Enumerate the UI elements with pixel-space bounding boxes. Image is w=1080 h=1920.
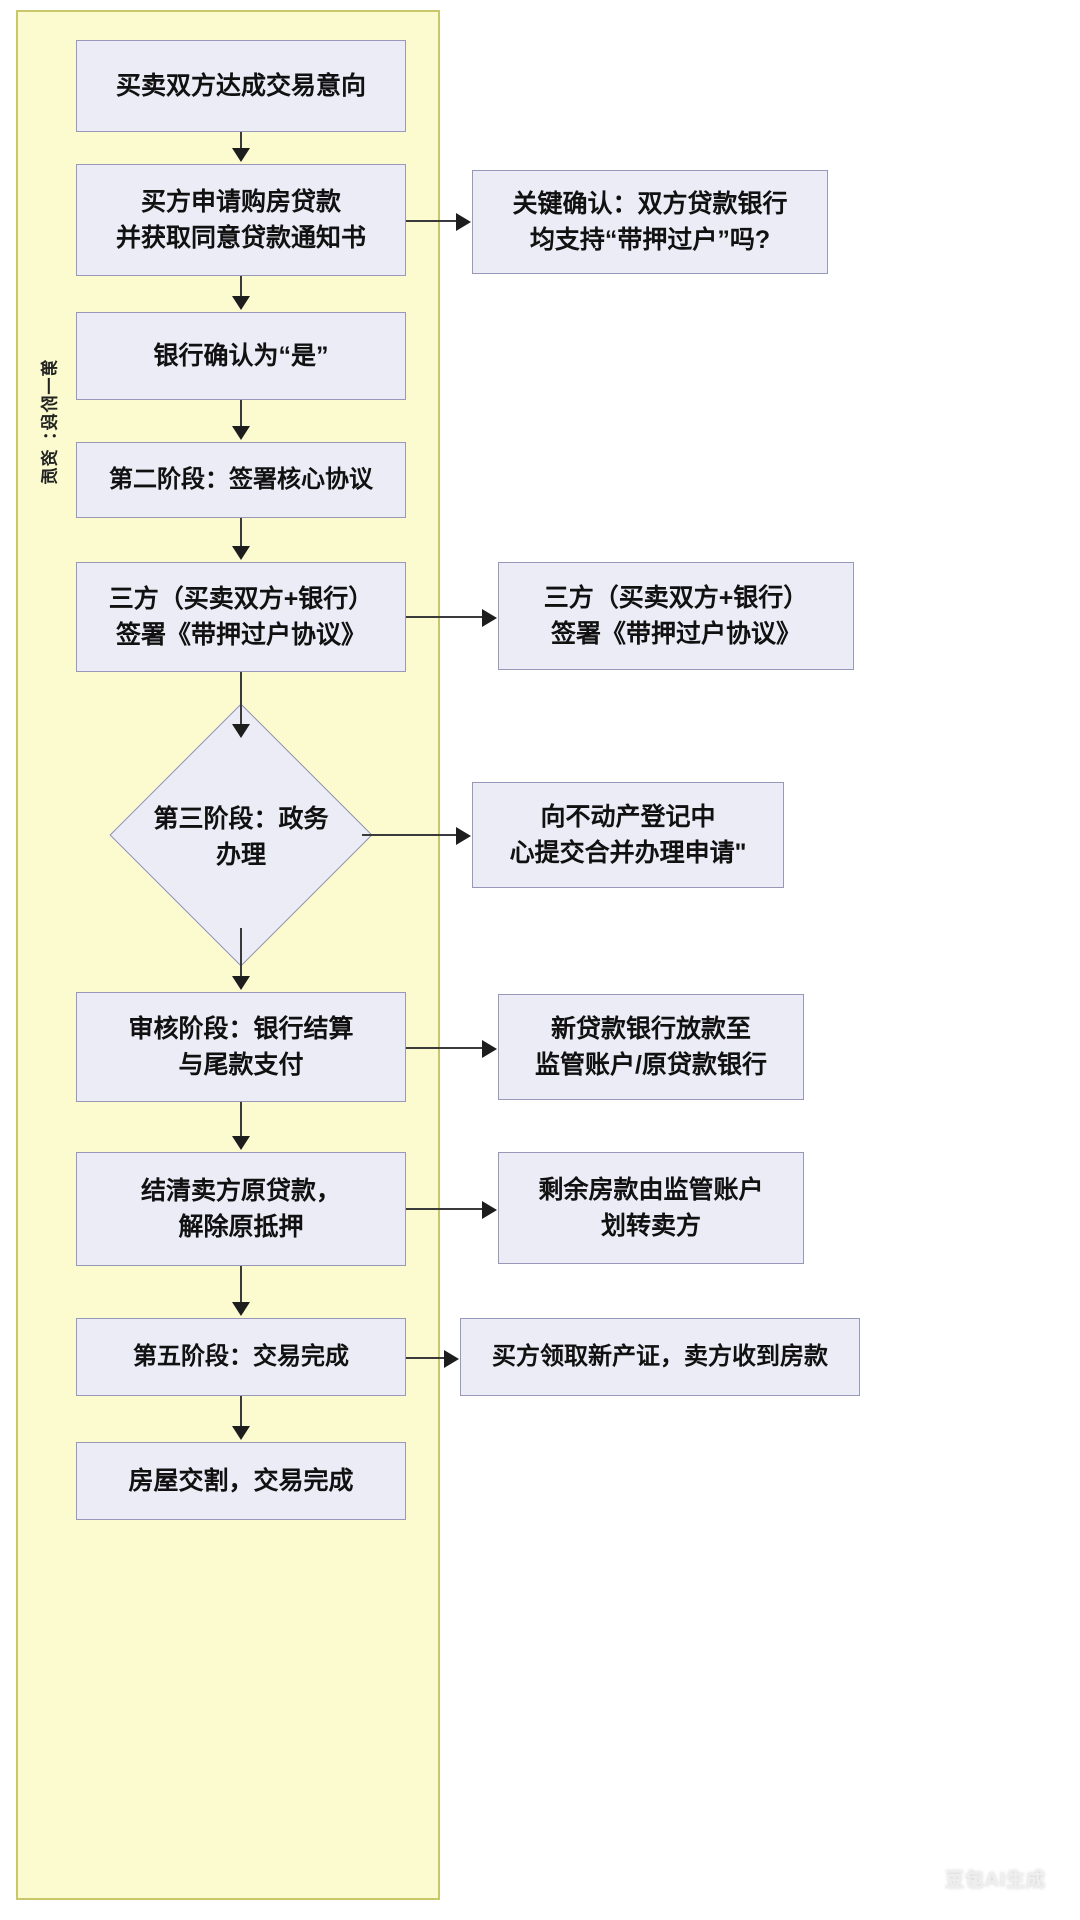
flow-node-5[interactable]: 三方（买卖双方+银行） 签署《带押过户协议》 [76,562,406,672]
arrow-8-9 [232,1302,250,1316]
annotation-box-3-line-2: 心提交合并办理申请" [509,839,747,867]
annotation-box-1-line-2: 均支持“带押过户”吗? [529,226,771,254]
annotation-box-4[interactable]: 新贷款银行放款至 监管账户/原贷款银行 [498,994,804,1100]
connector-n8-a5 [406,1208,482,1210]
annotation-box-5-line-2: 划转卖方 [600,1212,701,1240]
arrow-2-3 [232,296,250,310]
connector-n5-a2 [406,616,482,618]
annotation-box-2-line-2: 签署《带押过户协议》 [550,620,801,648]
connector-1-2 [240,132,242,150]
arrow-6-7 [232,976,250,990]
connector-4-5 [240,518,242,546]
annotation-box-6-line-1: 买方领取新产证，卖方收到房款 [492,1342,828,1370]
phase-band-label: 第一阶段：资质 [40,359,60,486]
flow-node-6-decision[interactable]: 第三阶段：政务办理 [109,703,373,967]
flow-node-10[interactable]: 房屋交割，交易完成 [76,1442,406,1520]
connector-n6-a3 [362,834,456,836]
phase-band: 第一阶段：资质 [16,10,440,1900]
arrow-n8-a5 [482,1201,497,1219]
annotation-box-1[interactable]: 关键确认：双方贷款银行 均支持“带押过户”吗? [472,170,828,274]
annotation-box-3[interactable]: 向不动产登记中 心提交合并办理申请" [472,782,784,888]
flow-node-9[interactable]: 第五阶段：交易完成 [76,1318,406,1396]
flow-node-4-line-1: 第二阶段：签署核心协议 [109,465,373,493]
connector-7-8 [240,1102,242,1136]
arrow-n7-a4 [482,1040,497,1058]
arrow-n5-a2 [482,609,497,627]
flow-node-2[interactable]: 买方申请购房贷款 并获取同意贷款通知书 [76,164,406,276]
flow-node-7-line-1: 审核阶段：银行结算 [128,1014,354,1043]
connector-n2-a1 [406,220,456,222]
annotation-box-5-line-1: 剩余房款由监管账户 [538,1175,764,1204]
connector-n7-a4 [406,1047,482,1049]
flow-node-10-line-1: 房屋交割，交易完成 [128,1466,354,1495]
arrow-9-10 [232,1426,250,1440]
flow-node-3[interactable]: 银行确认为“是” [76,312,406,400]
annotation-box-2-line-1: 三方（买卖双方+银行） [543,583,809,612]
flow-node-6-label: 第三阶段：政务办理 [148,742,334,928]
flow-node-8[interactable]: 结清卖方原贷款， 解除原抵押 [76,1152,406,1266]
annotation-box-2[interactable]: 三方（买卖双方+银行） 签署《带押过户协议》 [498,562,854,670]
annotation-box-6[interactable]: 买方领取新产证，卖方收到房款 [460,1318,860,1396]
annotation-box-5[interactable]: 剩余房款由监管账户 划转卖方 [498,1152,804,1264]
flow-node-5-line-2: 签署《带押过户协议》 [115,621,366,649]
flow-node-3-line-1: 银行确认为“是” [153,341,329,370]
flow-node-8-line-2: 解除原抵押 [178,1213,304,1241]
flow-node-5-line-1: 三方（买卖双方+银行） [108,584,374,613]
connector-9-10 [240,1396,242,1426]
flow-node-1[interactable]: 买卖双方达成交易意向 [76,40,406,132]
flow-node-1-line-1: 买卖双方达成交易意向 [115,71,366,100]
arrow-n9-a6 [444,1350,459,1368]
connector-6-7 [240,928,242,976]
flow-node-2-line-1: 买方申请购房贷款 [140,187,341,216]
annotation-box-4-line-1: 新贷款银行放款至 [550,1014,751,1043]
annotation-box-1-line-1: 关键确认：双方贷款银行 [512,189,788,218]
flow-node-8-line-1: 结清卖方原贷款， [140,1176,341,1205]
arrow-n2-a1 [456,213,471,231]
arrow-5-6 [232,724,250,738]
arrow-n6-a3 [456,827,471,845]
flow-node-7[interactable]: 审核阶段：银行结算 与尾款支付 [76,992,406,1102]
arrow-3-4 [232,426,250,440]
arrow-1-2 [232,148,250,162]
flow-node-6-line-1: 第三阶段：政务办理 [153,805,329,869]
connector-n9-a6 [406,1357,444,1359]
flow-node-9-line-1: 第五阶段：交易完成 [133,1342,349,1370]
arrow-4-5 [232,546,250,560]
connector-3-4 [240,400,242,426]
connector-8-9 [240,1266,242,1302]
connector-5-6 [240,672,242,724]
watermark-label: 豆包AI生成 [928,1859,1062,1898]
annotation-box-3-line-1: 向不动产登记中 [540,802,716,831]
flow-node-2-line-2: 并获取同意贷款通知书 [115,224,366,252]
arrow-7-8 [232,1136,250,1150]
flow-node-4[interactable]: 第二阶段：签署核心协议 [76,442,406,518]
annotation-box-4-line-2: 监管账户/原贷款银行 [535,1051,767,1079]
connector-2-3 [240,276,242,296]
flow-node-7-line-2: 与尾款支付 [178,1051,304,1079]
